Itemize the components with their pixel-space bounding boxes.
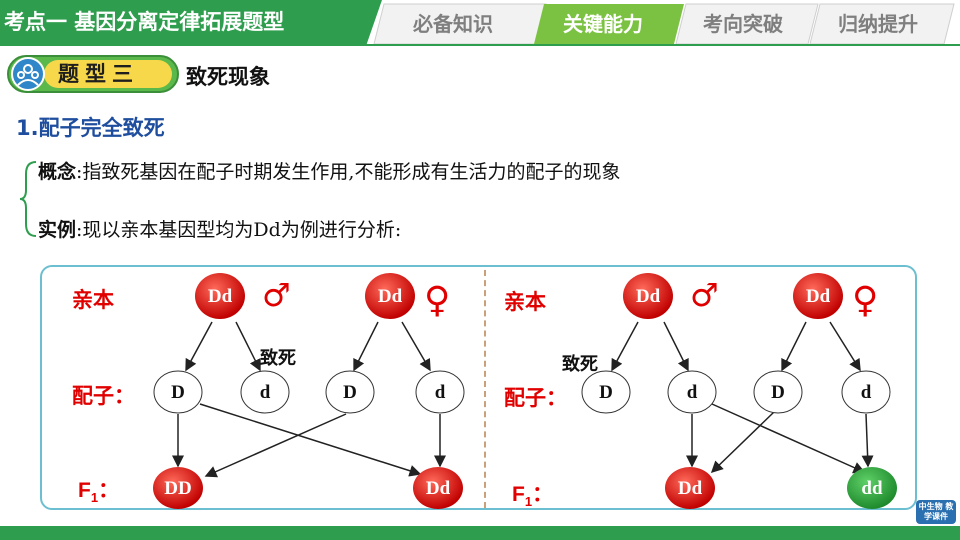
right-offspring-node xyxy=(847,467,897,509)
right-arrows xyxy=(611,321,874,474)
right-female-parent-genotype: Dd xyxy=(806,286,831,307)
left-female-parent-genotype: Dd xyxy=(378,286,403,307)
left-male-parent-genotype: Dd xyxy=(208,286,233,307)
male-symbol-icon: ♂ xyxy=(690,276,719,314)
publisher-logo xyxy=(916,500,956,524)
example-term: 实例 xyxy=(38,219,77,241)
right-gamete-node xyxy=(581,370,631,414)
footer-bar xyxy=(0,526,960,540)
f1-subscript: 1 xyxy=(90,490,99,506)
right-gametes-label: 配子： xyxy=(504,387,567,410)
female-symbol-icon: ♀ xyxy=(852,280,878,321)
section-badge xyxy=(7,55,179,93)
left-gamete-node xyxy=(240,370,290,414)
example-line: 实例:现以亲本基因型均为Dd为例进行分析: xyxy=(38,215,401,242)
left-gamete-label: d xyxy=(435,382,446,403)
example-text: :现以亲本基因型均为Dd为例进行分析: xyxy=(76,219,402,241)
left-gamete-label: D xyxy=(171,382,185,403)
f1-colon: ： xyxy=(532,483,554,506)
left-offspring-node xyxy=(413,467,463,509)
left-gamete-node xyxy=(415,370,465,414)
concept-text: :指致死基因在配子时期发生作用,不能形成有生活力的配子的现象 xyxy=(76,161,621,183)
left-gamete-node xyxy=(325,370,375,414)
header-bar xyxy=(0,0,960,46)
right-f1-label: F1： xyxy=(512,478,553,509)
f1-subscript: 1 xyxy=(524,494,533,510)
panel-divider xyxy=(484,270,486,508)
right-parents-label: 亲本 xyxy=(504,291,546,314)
right-gamete-label: D xyxy=(771,382,785,403)
left-female-parent-node xyxy=(365,273,415,319)
tab-summary[interactable]: 归纳提升 xyxy=(838,12,918,36)
left-male-parent-node xyxy=(195,273,245,319)
right-gamete-node xyxy=(841,370,891,414)
people-group-icon xyxy=(17,64,39,86)
right-offspring-label: Dd xyxy=(678,478,703,499)
left-gametes-label: 配子： xyxy=(72,385,135,408)
left-f1-label: F1： xyxy=(78,474,119,505)
tab-required-knowledge[interactable]: 必备知识 xyxy=(413,12,493,36)
left-offspring-label: Dd xyxy=(426,478,451,499)
brace xyxy=(19,161,37,237)
right-gamete-node xyxy=(667,370,717,414)
f1-letter: F xyxy=(512,483,525,506)
f1-letter: F xyxy=(78,479,91,502)
male-symbol-icon: ♂ xyxy=(262,276,291,314)
left-arrows xyxy=(172,321,446,478)
concept-line: 概念:指致死基因在配子时期发生作用,不能形成有生活力的配子的现象 xyxy=(38,157,620,184)
right-lethal-note: 致死 xyxy=(562,354,598,375)
watermark-text: 中生物 教学课件 xyxy=(918,502,954,521)
left-gamete-label: d xyxy=(260,382,271,403)
tab-key-ability[interactable]: 关键能力 xyxy=(563,12,643,36)
left-offspring-label: DD xyxy=(164,478,191,499)
right-gamete-node xyxy=(753,370,803,414)
diagram-panel xyxy=(40,265,917,510)
right-female-parent-node xyxy=(793,273,843,319)
left-gamete-node xyxy=(153,370,203,414)
concept-term: 概念 xyxy=(38,161,77,183)
f1-colon: ： xyxy=(98,479,120,502)
right-offspring-label: dd xyxy=(861,478,883,499)
left-gamete-label: D xyxy=(343,382,357,403)
right-offspring-node xyxy=(665,467,715,509)
subheading: 1.配子完全致死 xyxy=(16,116,165,140)
left-parents-label: 亲本 xyxy=(72,289,114,312)
right-male-parent-genotype: Dd xyxy=(636,286,661,307)
page-title: 考点一 基因分离定律拓展题型 xyxy=(4,10,285,34)
right-male-parent-node xyxy=(623,273,673,319)
right-gamete-label: d xyxy=(687,382,698,403)
section-badge-label: 题型三 xyxy=(58,62,139,86)
section-name: 致死现象 xyxy=(186,65,270,89)
tab-exam-breakthrough[interactable]: 考向突破 xyxy=(703,12,783,36)
left-lethal-note: 致死 xyxy=(260,348,296,369)
right-gamete-label: d xyxy=(861,382,872,403)
right-gamete-label: D xyxy=(599,382,613,403)
left-offspring-node xyxy=(153,467,203,509)
female-symbol-icon: ♀ xyxy=(424,280,450,321)
